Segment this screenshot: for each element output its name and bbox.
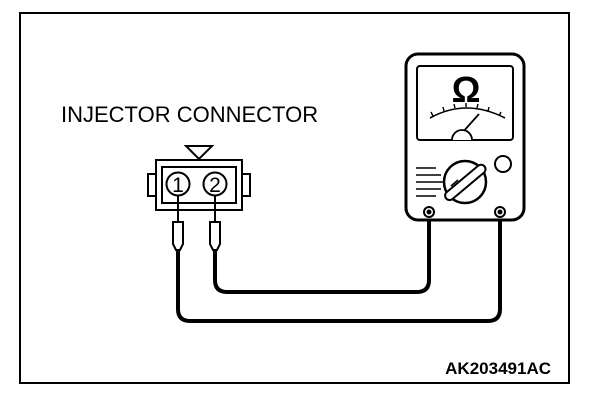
meter-needle-pivot xyxy=(451,129,473,141)
test-lead-pin-2 xyxy=(209,196,431,294)
meter-scale xyxy=(429,107,506,119)
probe-tip-pin-2 xyxy=(209,221,221,251)
test-lead-pin-1 xyxy=(172,196,502,323)
meter-range-lines xyxy=(416,167,443,197)
probe-tip-pin-1 xyxy=(172,221,184,251)
connector-label: INJECTOR CONNECTOR xyxy=(61,102,318,127)
meter-jacks xyxy=(423,206,506,218)
meter-unit-symbol: Ω xyxy=(452,69,481,110)
meter-zero-knob xyxy=(494,155,512,173)
pin-2-label: 2 xyxy=(209,174,221,197)
meter-scale-ticks xyxy=(430,103,502,117)
triangle-down-icon xyxy=(183,145,215,161)
ohmmeter-icon xyxy=(404,52,526,222)
pin-1-label: 1 xyxy=(172,174,184,197)
connector-latch-left xyxy=(147,173,157,197)
figure-frame xyxy=(19,12,570,384)
pin-1-terminal xyxy=(165,171,191,197)
connector-latch-right xyxy=(241,173,251,197)
figure-code: AK203491AC xyxy=(445,359,551,378)
rotary-dial-icon xyxy=(442,159,488,205)
injector-connector xyxy=(147,159,251,211)
pin-2-terminal xyxy=(202,171,228,197)
